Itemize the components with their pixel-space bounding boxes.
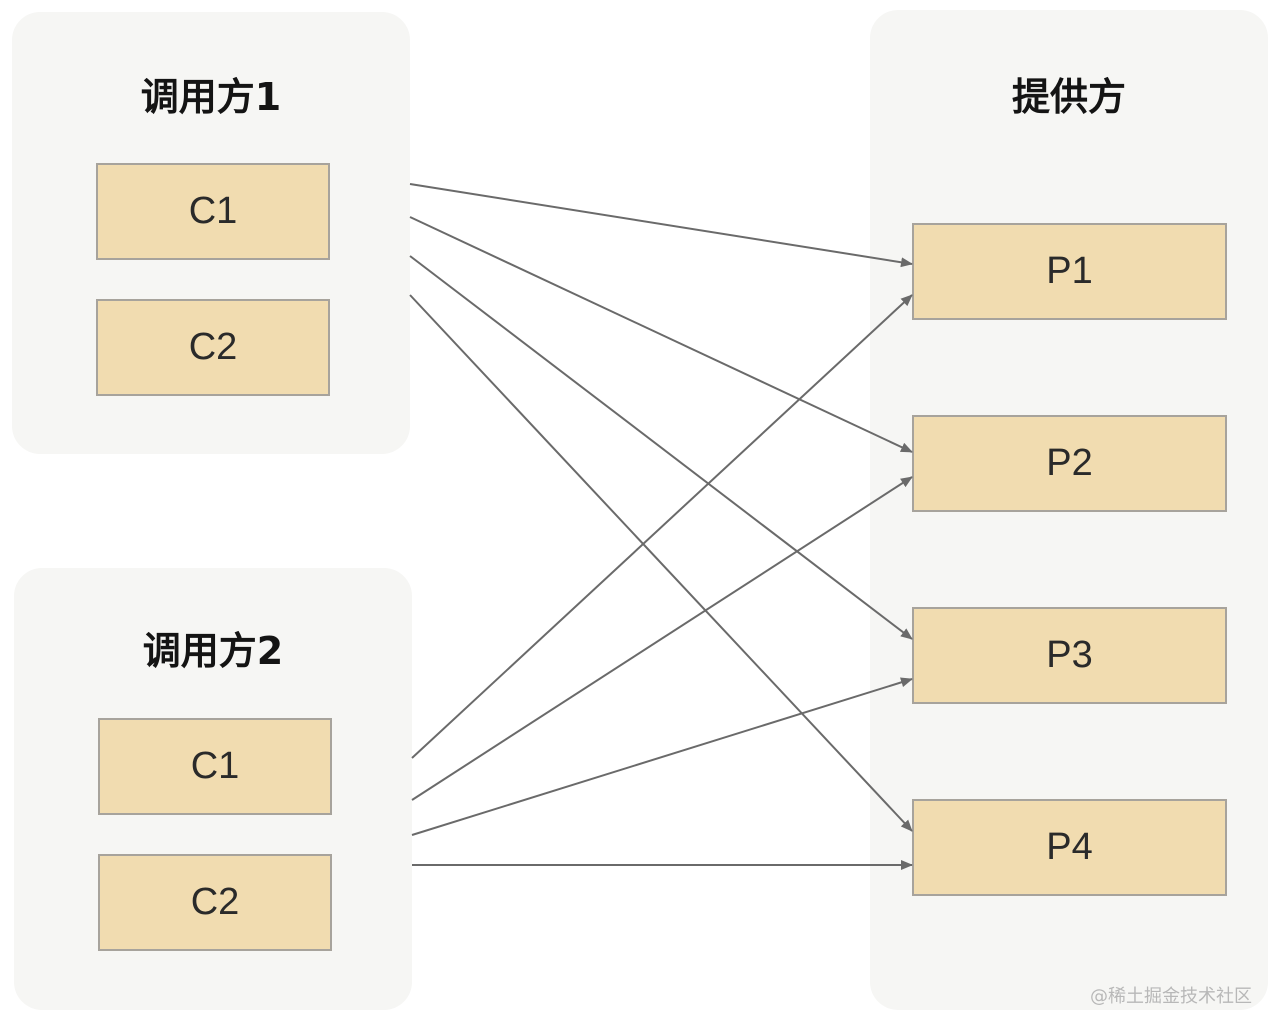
edge-caller-1-to-p2 — [409, 216, 913, 453]
edge-caller-1-to-p1 — [409, 183, 913, 268]
watermark-text: @稀土掘金技术社区 — [1090, 986, 1252, 1007]
provider-node-p4: P4 — [912, 799, 1227, 896]
edge-caller-1-to-p4 — [409, 294, 913, 832]
provider-title: 提供方 — [1011, 75, 1126, 119]
edge-caller-2-to-p1 — [411, 294, 913, 759]
caller-2-title: 调用方2 — [142, 629, 284, 673]
edge-caller-1-to-p3 — [409, 255, 913, 640]
caller-2-node-c1: C1 — [98, 718, 332, 815]
edge-caller-2-to-p2 — [411, 476, 913, 801]
caller-1-node-c1: C1 — [96, 163, 330, 260]
edge-caller-2-to-p3 — [411, 677, 913, 836]
provider-node-p1: P1 — [912, 223, 1227, 320]
caller-1-node-c2: C2 — [96, 299, 330, 396]
caller-2-node-c2: C2 — [98, 854, 332, 951]
provider-node-p2: P2 — [912, 415, 1227, 512]
caller-1-title: 调用方1 — [140, 75, 282, 119]
provider-node-p3: P3 — [912, 607, 1227, 704]
